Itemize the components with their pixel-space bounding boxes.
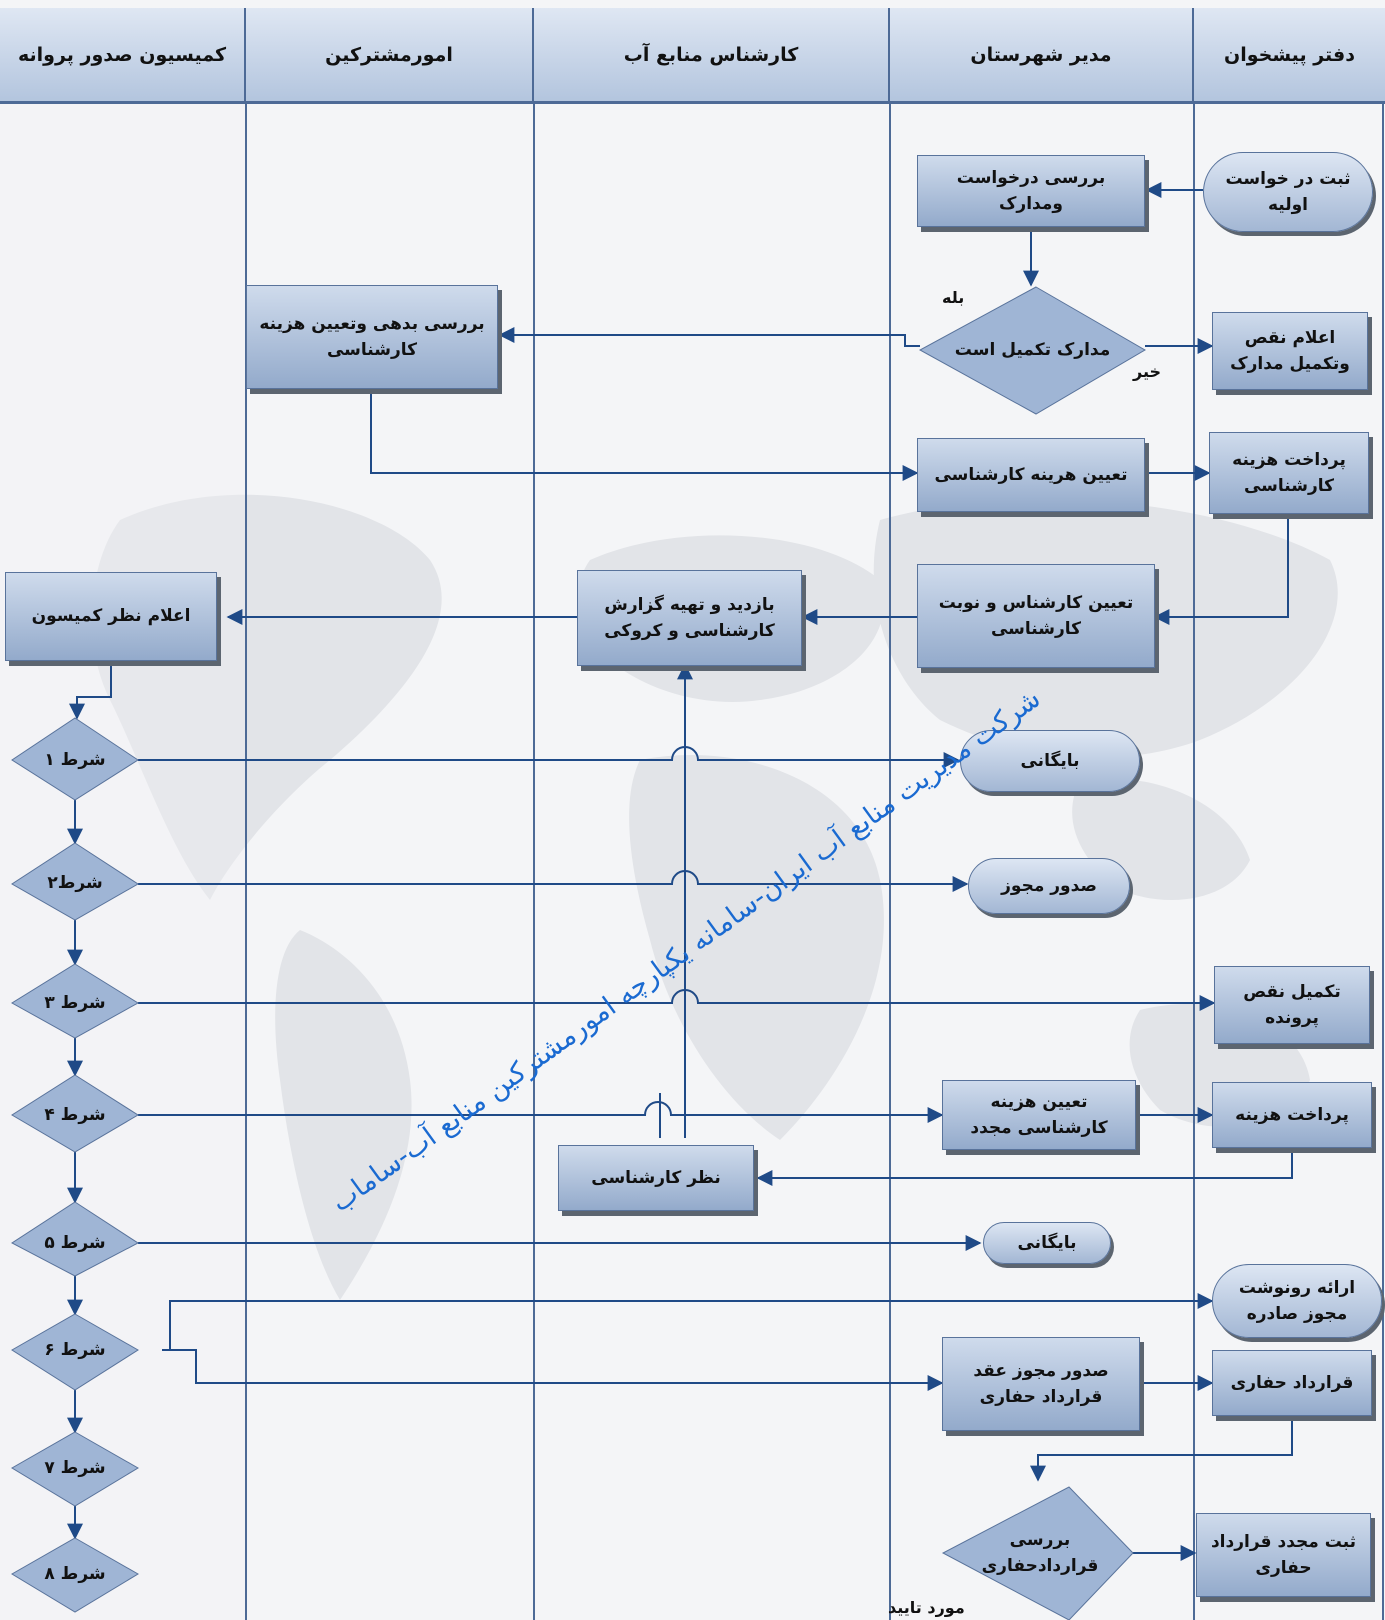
lane-header-commission: کمیسیون صدور پروانه	[0, 8, 246, 104]
condition-label: شرط ۱	[44, 749, 106, 770]
lane-title: امورمشترکین	[325, 43, 453, 66]
box-assign-expert: تعیین کارشناس و نوبت کارشناسی	[917, 564, 1155, 668]
edge-label-approved: مورد تایید	[888, 1598, 965, 1617]
lane-header-water-expert: کارشناس منابع آب	[534, 8, 890, 104]
edge-debt-to-cost	[370, 388, 919, 481]
lane-title: کمیسیون صدور پروانه	[17, 43, 226, 66]
box-complete-file: تکمیل نقص پرونده	[1214, 966, 1370, 1044]
condition-diamond-1	[11, 717, 139, 801]
lane-header-county-manager: مدیر شهرستان	[890, 8, 1194, 104]
edge-c6-to-copy	[162, 1293, 1214, 1351]
box-pay-cost: پرداخت هزینه	[1212, 1082, 1372, 1148]
condition-label: شرط ۶	[44, 1339, 106, 1360]
box-expert-opinion: نظر کارشناسی	[558, 1145, 754, 1211]
terminal-issue-permit: صدور مجوز	[968, 858, 1130, 914]
condition-diamond-4	[11, 1074, 139, 1153]
box-issue-drilling-permit: صدور مجوز عقد قرارداد حفاری	[942, 1337, 1140, 1431]
label-review-drilling-contract: بررسی قراردادحفاری	[981, 1529, 1099, 1576]
box-drilling-contract: قرارداد حفاری	[1212, 1350, 1372, 1416]
box-announce-deficiency: اعلام نقص وتکمیل مدارک	[1212, 312, 1368, 390]
terminal-archive-1: بایگانی	[960, 730, 1140, 792]
box-debt-review: بررسی بدهی وتعیین هزینه کارشناسی	[246, 285, 498, 389]
condition-label: شرط۲	[47, 872, 103, 893]
condition-label: شرط ۳	[44, 992, 106, 1013]
condition-diamond-2	[11, 842, 139, 921]
condition-label: شرط ۷	[44, 1457, 106, 1478]
box-reregister-contract: ثبت مجدد قرارداد حفاری	[1196, 1513, 1371, 1597]
box-set-cost-again: تعیین هزینه کارشناسی مجدد	[942, 1080, 1136, 1150]
lane-header-customer-affairs: امورمشترکین	[246, 8, 534, 104]
condition-diamond-3	[11, 963, 139, 1039]
edge-c6-to-drilling-permit	[170, 1349, 944, 1391]
edge-yes-to-debt	[498, 327, 920, 347]
edge-label-yes: بله	[942, 288, 965, 307]
edge-pay-to-expert	[756, 1145, 1293, 1186]
terminal-initial-register: ثبت در خواست اولیه	[1203, 152, 1373, 232]
condition-label: شرط ۵	[44, 1232, 106, 1253]
condition-label: شرط ۴	[44, 1104, 106, 1125]
box-set-expert-cost: تعیین هرینه کارشناسی	[917, 438, 1145, 512]
edge-label-no: خیر	[1133, 362, 1162, 381]
box-visit-report: بازدید و تهیه گزارش کارشناسی و کروکی	[577, 570, 802, 666]
condition-diamond-5	[11, 1201, 139, 1277]
condition-diamond-6	[11, 1313, 139, 1391]
condition-diamond-8	[11, 1537, 139, 1613]
edge-c1-to-archive	[138, 746, 960, 768]
decision-docs-complete	[918, 286, 1146, 415]
condition-diamond-7	[11, 1431, 139, 1507]
edge-contract-to-review	[1030, 1417, 1293, 1482]
lane-title: کارشناس منابع آب	[623, 43, 799, 66]
lane-header-service-office: دفتر پیشخوان	[1194, 8, 1385, 104]
terminal-archive-2: بایگانی	[983, 1222, 1111, 1264]
box-review-request: بررسی درخواست ومدارک	[917, 155, 1145, 227]
edge-commission-to-c1	[69, 661, 112, 720]
edge-c3-to-complete	[138, 989, 1216, 1011]
decision-review-contract	[941, 1486, 1134, 1620]
edge-c4-to-cost-again	[138, 1101, 944, 1123]
edge-c2-to-permit	[138, 870, 969, 892]
lane-title: مدیر شهرستان	[970, 43, 1112, 66]
edge-pay-to-assign	[1153, 514, 1289, 625]
box-commission-opinion: اعلام نظر کمیسون	[5, 572, 217, 661]
label-docs-complete: مدارک تکمیل است	[954, 339, 1111, 360]
terminal-permit-copy: ارائه رونوشت مجوز صادره	[1212, 1264, 1382, 1338]
box-pay-expert-cost: پرداخت هزینه کارشناسی	[1209, 432, 1369, 514]
condition-label: شرط ۸	[44, 1563, 106, 1584]
lane-title: دفتر پیشخوان	[1224, 43, 1355, 66]
